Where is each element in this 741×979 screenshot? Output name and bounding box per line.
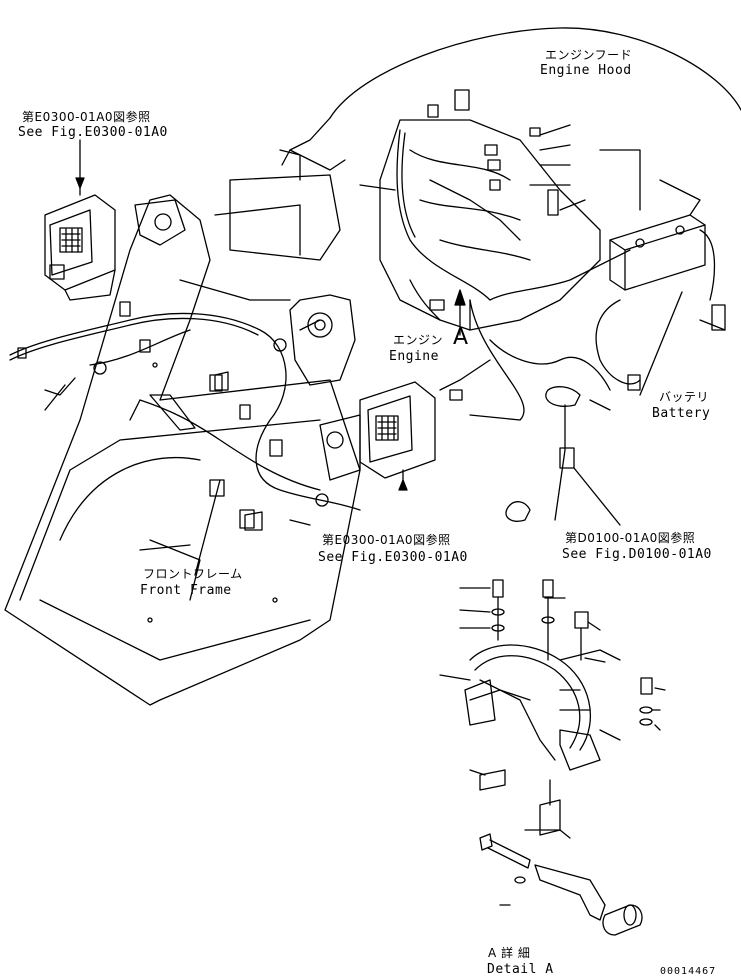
detail-a-label-en: Detail A <box>487 962 554 977</box>
center-work-lamp <box>319 381 436 481</box>
ref-e0300-mid-label-en: See Fig.E0300-01A0 <box>318 550 468 565</box>
ref-e0300-top-label-jp: 第E0300-01A0図参照 <box>22 110 151 124</box>
engine-hood-label-en: Engine Hood <box>540 63 632 78</box>
view-a-marker: A <box>453 325 469 350</box>
ref-d0100-label-en: See Fig.D0100-01A0 <box>562 547 712 562</box>
battery-label-en: Battery <box>652 406 711 421</box>
engine-label-en: Engine <box>389 349 439 364</box>
engine-hood-outline <box>329 27 741 119</box>
engine-label-jp: エンジン <box>393 333 444 347</box>
detail-a-drawing <box>439 579 666 936</box>
left-work-lamp <box>44 194 116 301</box>
front-harness <box>9 312 361 511</box>
ref-e0300-top-label-en: See Fig.E0300-01A0 <box>18 125 168 140</box>
detail-a-label-jp: A 詳 細 <box>488 946 531 960</box>
bolts-main <box>214 189 726 531</box>
fuel-sender <box>545 386 581 407</box>
ref-e0300-mid-label-jp: 第E0300-01A0図参照 <box>322 533 451 547</box>
engine-harness <box>396 129 631 301</box>
ref-d0100-label-jp: 第D0100-01A0図参照 <box>565 531 696 545</box>
front-frame-label-en: Front Frame <box>140 583 232 598</box>
battery-label-jp: バッテリ <box>659 390 710 404</box>
engine-body <box>379 119 601 331</box>
front-frame-outline <box>4 194 361 706</box>
engine-hood-label-jp: エンジンフード <box>545 48 633 62</box>
front-frame-label-jp: フロントフレーム <box>143 567 243 581</box>
drawing-number: 00014467 <box>660 966 717 977</box>
